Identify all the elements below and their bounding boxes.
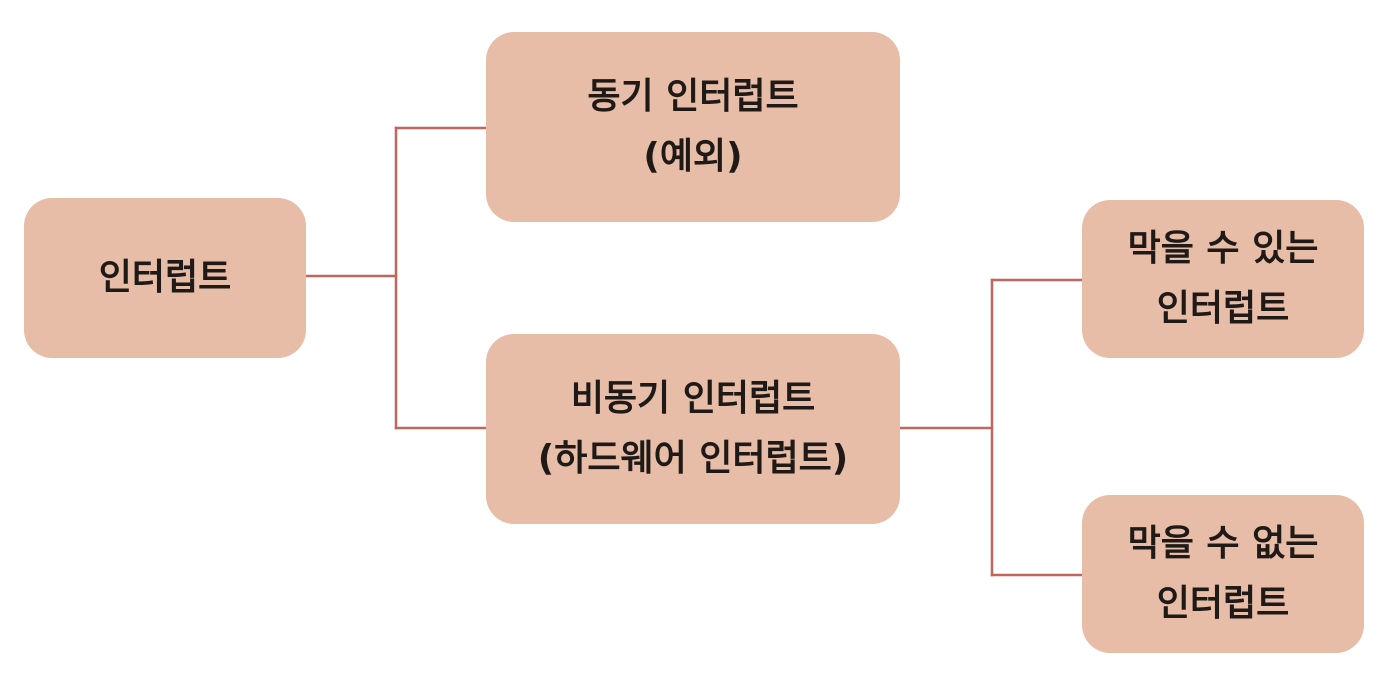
node-synchronous-interrupt: 동기 인터럽트 (예외) bbox=[486, 32, 900, 222]
node-maskable-interrupt: 막을 수 있는 인터럽트 bbox=[1082, 200, 1364, 358]
node-non-maskable-interrupt-line1: 막을 수 없는 bbox=[1127, 523, 1319, 564]
node-asynchronous-interrupt: 비동기 인터럽트 (하드웨어 인터럽트) bbox=[486, 334, 900, 524]
node-interrupt-label: 인터럽트 bbox=[98, 257, 232, 298]
node-maskable-interrupt-line2: 인터럽트 bbox=[1156, 288, 1290, 329]
node-synchronous-interrupt-line2: (예외) bbox=[643, 136, 743, 177]
node-synchronous-interrupt-line1: 동기 인터럽트 bbox=[587, 76, 799, 117]
node-interrupt: 인터럽트 bbox=[24, 198, 306, 358]
node-maskable-interrupt-line1: 막을 수 있는 bbox=[1127, 228, 1319, 269]
node-non-maskable-interrupt: 막을 수 없는 인터럽트 bbox=[1082, 495, 1364, 653]
node-asynchronous-interrupt-line1: 비동기 인터럽트 bbox=[570, 378, 816, 419]
node-non-maskable-interrupt-line2: 인터럽트 bbox=[1156, 583, 1290, 624]
node-asynchronous-interrupt-line2: (하드웨어 인터럽트) bbox=[537, 438, 849, 479]
